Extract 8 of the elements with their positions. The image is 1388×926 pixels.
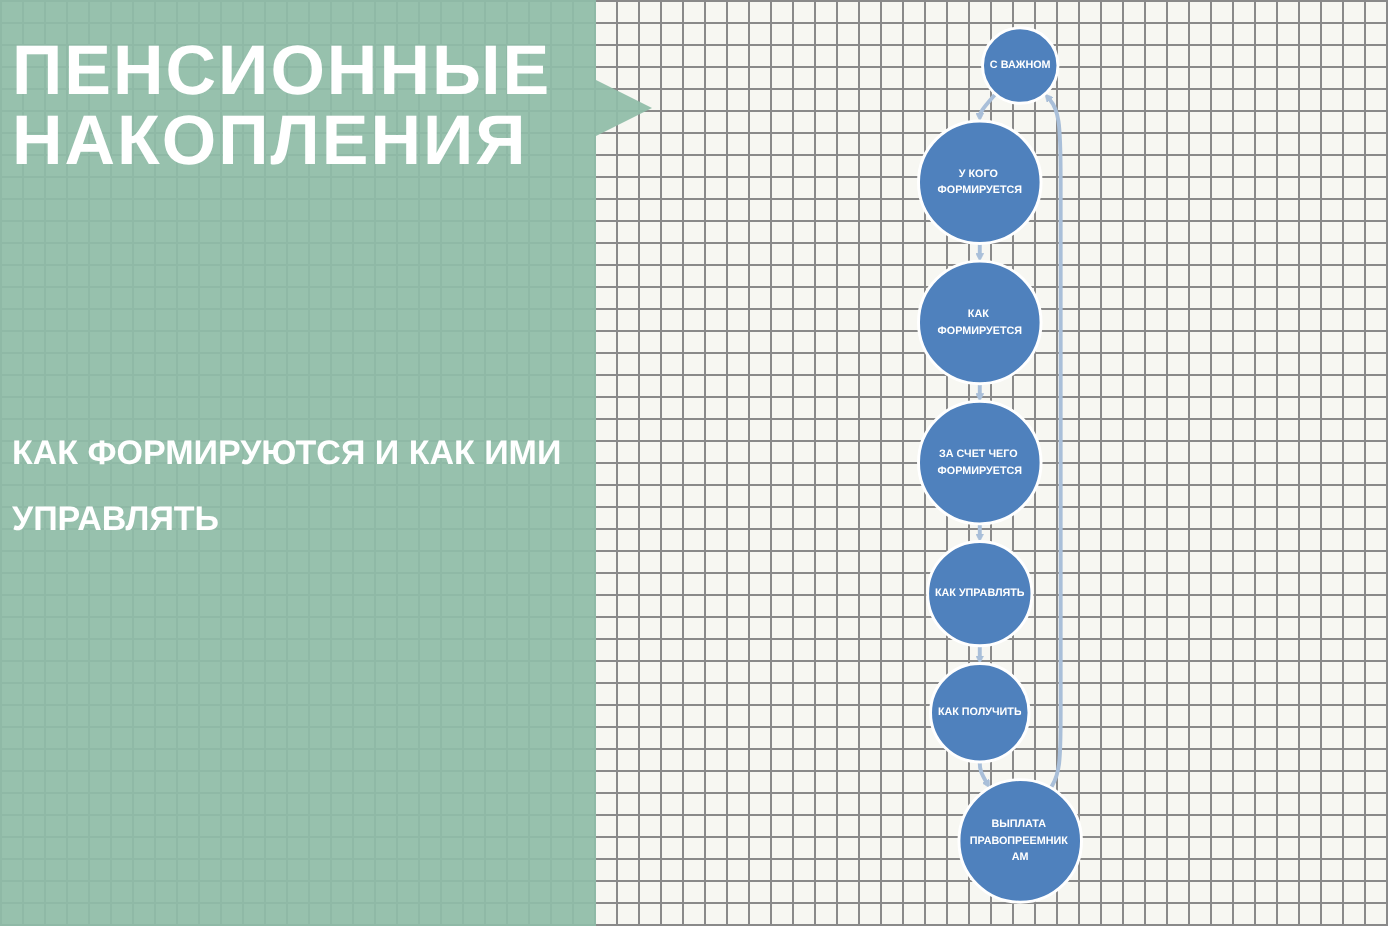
arrow — [975, 383, 985, 402]
arrow — [975, 645, 985, 664]
arrow — [975, 243, 985, 262]
arrow — [977, 761, 990, 789]
title: ПЕНСИОННЫЕ НАКОПЛЕНИЯ — [12, 36, 554, 176]
arrow — [975, 92, 997, 122]
arrow — [975, 523, 985, 542]
subtitle: КАК ФОРМИРУЮТСЯ И КАК ИМИ УПРАВЛЯТЬ — [12, 432, 564, 542]
